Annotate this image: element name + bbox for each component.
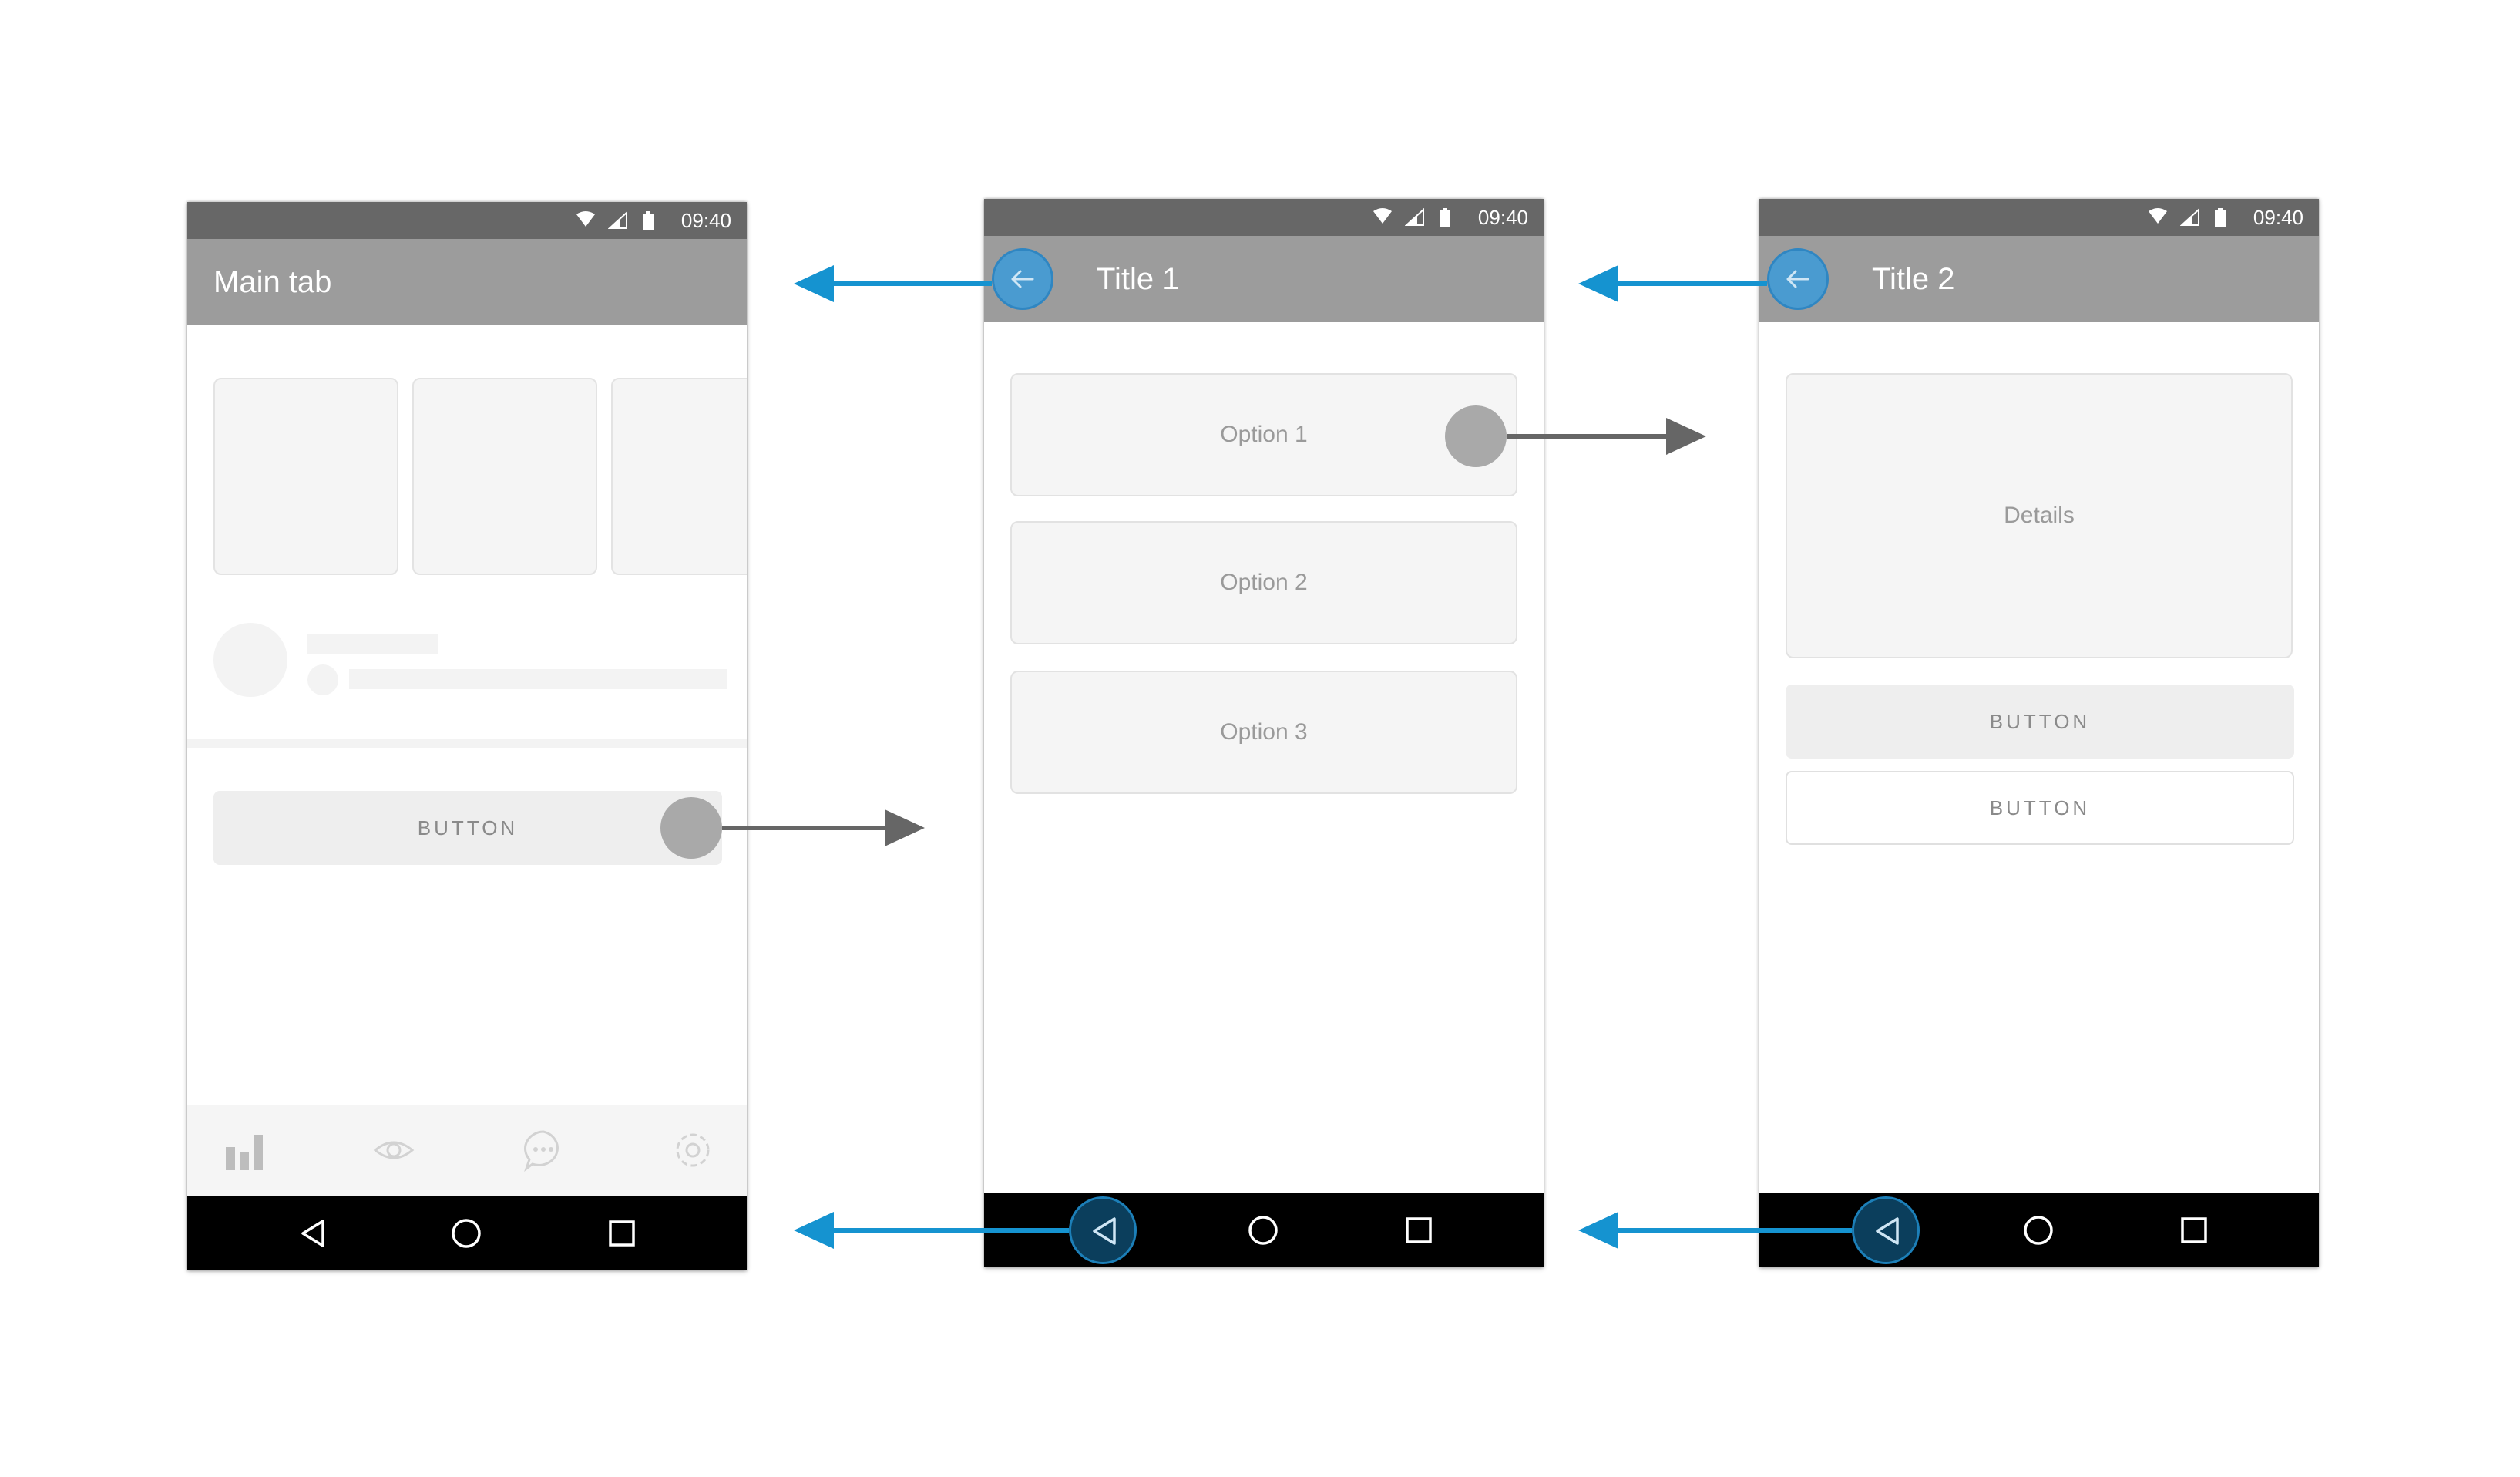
details-card: Details xyxy=(1786,373,2293,658)
page-title: Main tab xyxy=(213,265,332,299)
battery-icon xyxy=(2215,208,2226,227)
main-button[interactable]: BUTTON xyxy=(213,791,722,865)
signal-icon xyxy=(608,211,627,229)
back-triangle-icon[interactable] xyxy=(297,1216,331,1250)
avatar-placeholder xyxy=(213,623,287,697)
signal-icon xyxy=(2180,208,2199,226)
system-back-button[interactable] xyxy=(1852,1196,1920,1264)
app-bar: Main tab xyxy=(187,239,747,325)
content-card-3[interactable] xyxy=(611,378,747,575)
arrow-left-icon xyxy=(1011,270,1034,288)
touch-indicator xyxy=(660,797,722,859)
system-navigation-bar xyxy=(1759,1193,2319,1267)
details-label: Details xyxy=(2004,503,2075,528)
option-card-1[interactable]: Option 1 xyxy=(1010,373,1517,496)
content-card-2[interactable] xyxy=(412,378,597,575)
subtitle-line-placeholder xyxy=(349,669,727,689)
status-bar: 09:40 xyxy=(984,199,1544,236)
secondary-button[interactable]: BUTTON xyxy=(1786,771,2294,845)
bottom-navigation xyxy=(187,1105,747,1196)
status-time: 09:40 xyxy=(680,209,731,232)
chart-icon[interactable] xyxy=(224,1129,264,1172)
phone-screen-title-2: 09:40 Title 2 Details BUTTON BUTTON xyxy=(1759,199,2319,1267)
primary-button[interactable]: BUTTON xyxy=(1786,685,2294,759)
system-navigation-bar xyxy=(984,1193,1544,1267)
battery-icon xyxy=(1440,208,1450,227)
battery-icon xyxy=(643,211,654,230)
system-back-arrow-title1-to-main xyxy=(794,1212,1069,1249)
home-circle-icon[interactable] xyxy=(2021,1213,2055,1247)
back-triangle-icon xyxy=(1876,1217,1899,1245)
status-time: 09:40 xyxy=(1477,206,1528,229)
system-back-arrow-title2-to-title1 xyxy=(1578,1212,1852,1249)
back-triangle-icon xyxy=(1093,1217,1116,1245)
page-title: Title 2 xyxy=(1872,262,1955,296)
status-time: 09:40 xyxy=(2253,206,2303,229)
content-card-1[interactable] xyxy=(213,378,398,575)
eye-icon[interactable] xyxy=(372,1129,415,1172)
status-bar: 09:40 xyxy=(1759,199,2319,236)
app-bar: Title 2 xyxy=(1759,236,2319,322)
arrow-left-icon xyxy=(1786,270,1809,288)
forward-arrow-option1-to-title2 xyxy=(1507,418,1706,455)
up-button[interactable] xyxy=(1767,248,1829,310)
option-label: Option 3 xyxy=(1220,719,1308,745)
recents-square-icon[interactable] xyxy=(605,1216,639,1250)
touch-indicator xyxy=(1445,405,1507,467)
page-title: Title 1 xyxy=(1097,262,1180,296)
phone-screen-main-tab: 09:40 Main tab BUTTON xyxy=(187,202,747,1270)
home-circle-icon[interactable] xyxy=(449,1216,483,1250)
chat-icon[interactable] xyxy=(522,1129,565,1172)
back-arrow-title1-to-main xyxy=(794,265,992,302)
system-navigation-bar xyxy=(187,1196,747,1270)
system-back-button[interactable] xyxy=(1069,1196,1137,1264)
settings-icon[interactable] xyxy=(671,1129,714,1172)
small-dot-placeholder xyxy=(307,664,338,695)
signal-icon xyxy=(1405,208,1424,226)
status-bar: 09:40 xyxy=(187,202,747,239)
main-button-label: BUTTON xyxy=(417,816,519,839)
secondary-button-label: BUTTON xyxy=(1989,796,2091,819)
primary-button-label: BUTTON xyxy=(1989,709,2091,733)
forward-arrow-main-to-title1 xyxy=(722,809,925,846)
option-label: Option 1 xyxy=(1220,422,1308,447)
option-label: Option 2 xyxy=(1220,570,1308,595)
section-divider xyxy=(187,738,747,748)
title-line-placeholder xyxy=(307,634,438,654)
recents-square-icon[interactable] xyxy=(2177,1213,2211,1247)
wifi-icon xyxy=(2149,208,2167,224)
recents-square-icon[interactable] xyxy=(1402,1213,1436,1247)
up-button[interactable] xyxy=(992,248,1053,310)
option-card-2[interactable]: Option 2 xyxy=(1010,521,1517,644)
home-circle-icon[interactable] xyxy=(1246,1213,1280,1247)
wifi-icon xyxy=(576,211,595,227)
app-bar: Title 1 xyxy=(984,236,1544,322)
option-card-3[interactable]: Option 3 xyxy=(1010,671,1517,794)
wifi-icon xyxy=(1373,208,1392,224)
phone-screen-title-1: 09:40 Title 1 Option 1 Option 2 Option 3 xyxy=(984,199,1544,1267)
back-arrow-title2-to-title1 xyxy=(1578,265,1767,302)
